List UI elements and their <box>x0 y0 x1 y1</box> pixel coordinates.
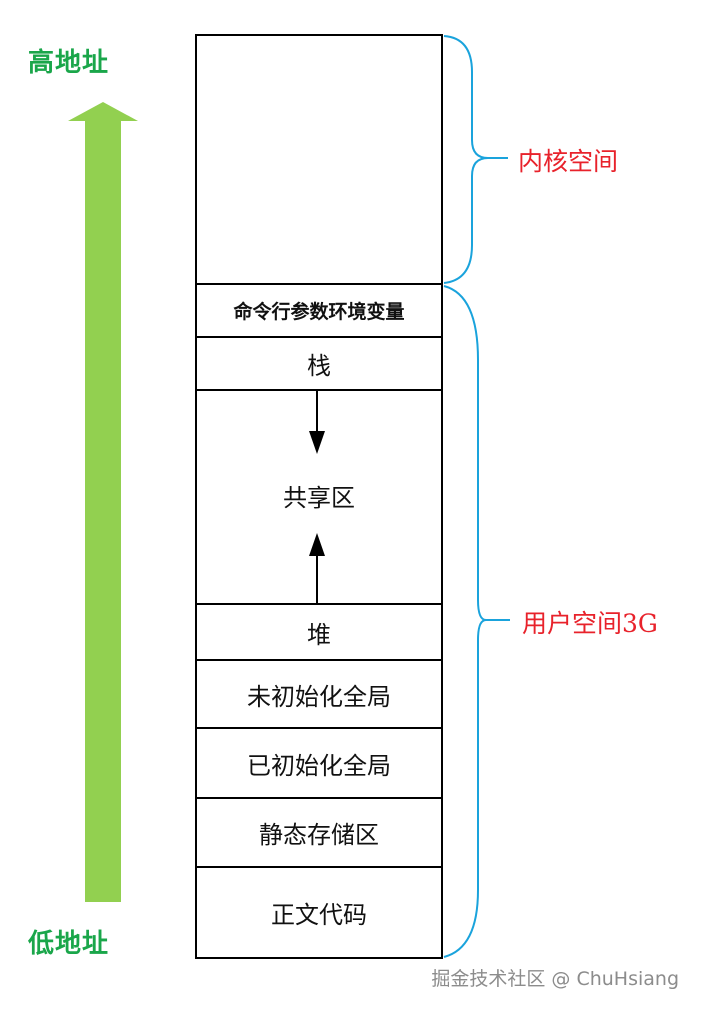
kernel-space-label: 内核空间 <box>518 147 619 176</box>
heap-growth-arrow-icon <box>309 533 325 603</box>
segment-data: 已初始化全局 <box>247 751 391 780</box>
low-address-label: 低地址 <box>28 929 110 959</box>
kernel-space-brace <box>443 35 489 284</box>
segment-cmdline-env: 命令行参数环境变量 <box>233 301 405 323</box>
segment-text-code: 正文代码 <box>271 900 367 929</box>
address-direction-arrow-icon <box>68 102 138 902</box>
segment-bss: 未初始化全局 <box>247 682 391 711</box>
segment-static-storage: 静态存储区 <box>259 821 379 849</box>
segment-stack: 栈 <box>307 352 331 380</box>
watermark: 掘金技术社区 @ ChuHsiang <box>431 968 679 990</box>
user-space-label: 用户空间3G <box>522 609 658 638</box>
segment-shared: 共享区 <box>283 483 355 512</box>
high-address-label: 高地址 <box>28 48 110 78</box>
stack-growth-arrow-icon <box>309 391 325 454</box>
segment-heap: 堆 <box>307 620 331 649</box>
segment-kernel <box>196 36 442 284</box>
user-space-brace <box>443 285 487 958</box>
memory-block-outline <box>195 34 443 959</box>
segment-dividers <box>196 283 442 868</box>
